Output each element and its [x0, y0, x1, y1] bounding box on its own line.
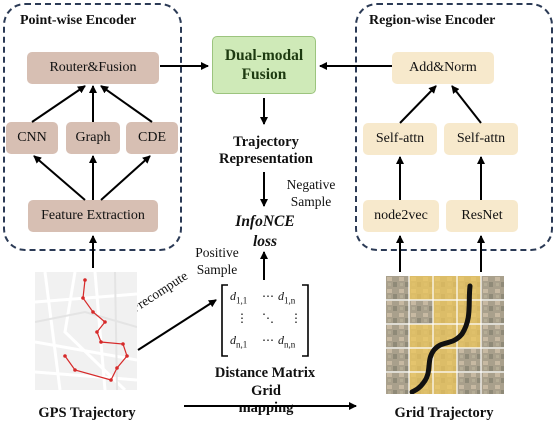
fusion-line1: Dual-modal — [224, 47, 304, 64]
matrix-vdots-right: ⋮ — [290, 311, 302, 325]
negative-sample-label: Negative Sample — [278, 176, 344, 210]
fusion-line2: Fusion — [241, 66, 287, 83]
self-attn-left-box: Self-attn — [363, 123, 437, 155]
grid-map-svg — [386, 276, 504, 394]
positive-line1: Positive — [195, 245, 239, 260]
matrix-vdots-left: ⋮ — [236, 311, 248, 325]
traj-rep-line1: Trajectory — [233, 134, 299, 150]
router-fusion-box: Router&Fusion — [27, 52, 159, 84]
arrow-feature-cnn — [33, 155, 86, 201]
arrow-attnR-addnorm — [451, 85, 482, 124]
resnet-box: ResNet — [446, 200, 518, 232]
matrix-d11: d1,1 — [230, 289, 248, 306]
infonce-line2: loss — [252, 233, 278, 250]
graph-box: Graph — [66, 122, 120, 154]
arrow-precompute — [137, 299, 217, 351]
gps-trajectory-map — [34, 271, 138, 392]
point-wise-encoder-title: Point-wise Encoder — [20, 13, 137, 28]
node2vec-box: node2vec — [363, 200, 439, 232]
grid-trajectory-label: Grid Trajectory — [394, 405, 494, 421]
negative-line1: Negative — [286, 177, 336, 192]
arrow-feature-cde — [100, 155, 151, 201]
positive-sample-label: Positive Sample — [184, 244, 250, 278]
grid-trajectory-map — [386, 276, 504, 394]
traj-rep-line2: Representation — [219, 151, 313, 167]
gps-trajectory-label: GPS Trajectory — [38, 405, 136, 421]
matrix-brackets — [221, 284, 309, 357]
region-wise-encoder-title: Region-wise Encoder — [369, 13, 496, 28]
positive-line2: Sample — [196, 262, 238, 277]
matrix-dn1: dn,1 — [230, 333, 248, 350]
arrow-attnL-addnorm — [399, 85, 437, 124]
negative-line2: Sample — [290, 194, 332, 209]
arrow-cde-router — [100, 85, 153, 123]
matrix-d1n: d1,n — [278, 289, 296, 306]
cde-box: CDE — [126, 122, 178, 154]
distance-matrix: d1,1 ⋯ d1,n ⋮ ⋱ ⋮ dn,1 ⋯ dn,n — [222, 285, 308, 355]
gps-map-svg — [34, 271, 138, 392]
region-wise-encoder-panel — [355, 3, 553, 251]
self-attn-right-box: Self-attn — [444, 123, 518, 155]
cnn-box: CNN — [6, 122, 58, 154]
matrix-hdots-bottom: ⋯ — [262, 333, 274, 347]
feature-extraction-box: Feature Extraction — [28, 200, 158, 232]
add-norm-box: Add&Norm — [392, 52, 494, 84]
grid-mapping-line2: mapping — [238, 400, 294, 416]
matrix-dnn: dn,n — [278, 333, 296, 350]
matrix-ddots: ⋱ — [262, 311, 274, 325]
infonce-loss-label: InfoNCE loss — [222, 212, 308, 252]
infonce-line1: InfoNCE — [235, 213, 295, 230]
arrow-cnn-router — [31, 85, 86, 123]
grid-mapping-line1: Grid — [251, 383, 281, 399]
grid-mapping-label: Grid mapping — [232, 383, 300, 417]
dual-modal-fusion-box: Dual-modal Fusion — [212, 36, 316, 94]
distance-matrix-label: Distance Matrix — [214, 365, 316, 381]
trajectory-representation-label: Trajectory Representation — [212, 134, 320, 168]
matrix-hdots-top: ⋯ — [262, 289, 274, 303]
